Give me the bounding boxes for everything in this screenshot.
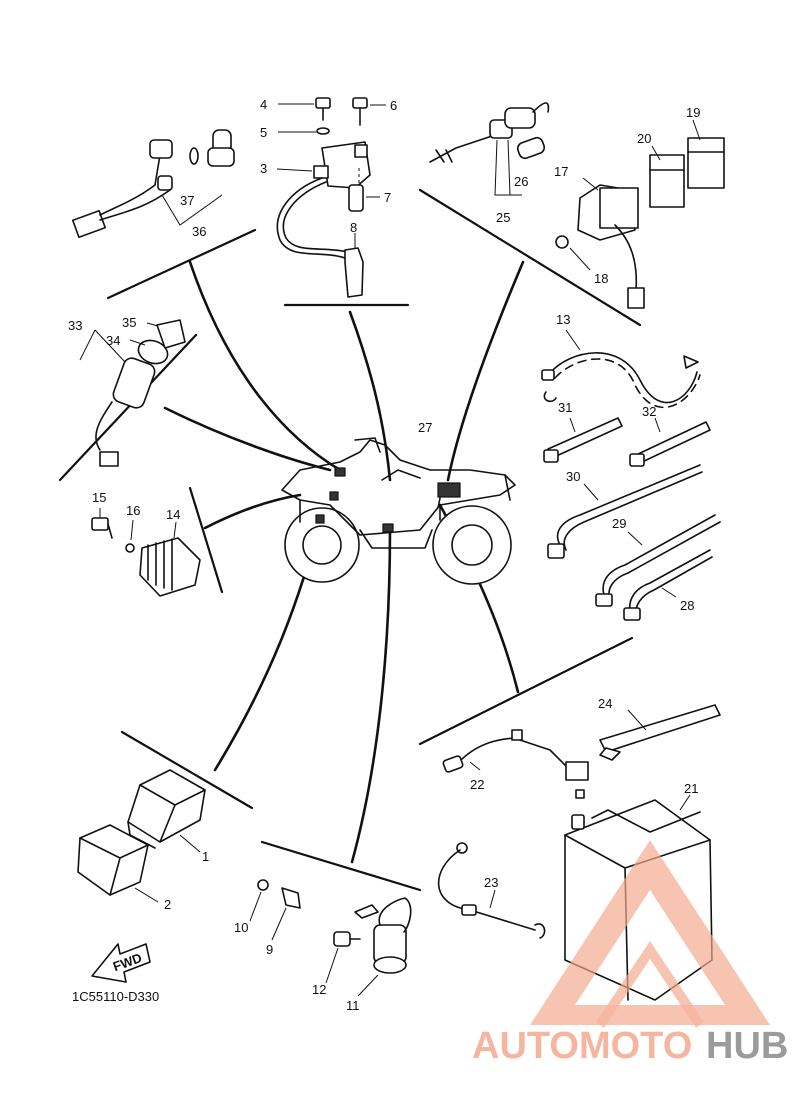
label-part-14: 14 — [166, 507, 180, 522]
label-part-31: 31 — [558, 400, 572, 415]
rectifier-regulator-assembly — [91, 508, 201, 597]
wire-harness-13 — [541, 329, 701, 409]
part-number-labels: 1 2 3 4 5 6 7 8 9 10 11 12 13 14 15 16 1… — [68, 97, 700, 1013]
label-part-11: 11 — [346, 998, 360, 1013]
watermark-text-primary: AUTOMOTO — [472, 1025, 692, 1067]
label-part-18: 18 — [594, 271, 608, 286]
label-part-8: 8 — [350, 220, 357, 235]
label-part-3: 3 — [260, 161, 267, 176]
label-part-16: 16 — [126, 503, 140, 518]
label-part-4: 4 — [260, 97, 267, 112]
label-part-17: 17 — [554, 164, 568, 179]
label-part-12: 12 — [312, 982, 326, 997]
label-part-20: 20 — [637, 131, 651, 146]
watermark-text-secondary: HUB — [706, 1025, 788, 1067]
label-part-34: 34 — [106, 333, 120, 348]
watermark-logo-icon — [530, 840, 770, 1025]
label-part-21: 21 — [684, 781, 698, 796]
label-part-26: 26 — [514, 174, 528, 189]
label-part-37: 37 — [180, 193, 194, 208]
switch-assembly — [429, 102, 550, 196]
label-part-2: 2 — [164, 897, 171, 912]
label-part-6: 6 — [390, 98, 397, 113]
label-part-24: 24 — [598, 696, 612, 711]
connector-lines — [163, 260, 525, 864]
label-part-10: 10 — [234, 920, 248, 935]
label-part-35: 35 — [122, 315, 136, 330]
label-part-1: 1 — [202, 849, 209, 864]
cable-ties — [543, 417, 721, 621]
label-part-23: 23 — [484, 875, 498, 890]
label-part-25: 25 — [496, 210, 510, 225]
label-part-33: 33 — [68, 318, 82, 333]
atv-vehicle-illustration — [281, 437, 516, 585]
cdi-unit-assembly — [77, 769, 206, 903]
label-part-9: 9 — [266, 942, 273, 957]
label-part-22: 22 — [470, 777, 484, 792]
sensor-assembly — [249, 879, 412, 997]
label-part-7: 7 — [384, 190, 391, 205]
label-part-32: 32 — [642, 404, 656, 419]
ignition-coil-assembly — [276, 97, 386, 298]
label-part-30: 30 — [566, 469, 580, 484]
label-part-5: 5 — [260, 125, 267, 140]
watermark: AUTOMOTO HUB — [472, 840, 788, 1067]
label-part-19: 19 — [686, 105, 700, 120]
relay-assembly — [555, 119, 725, 309]
label-part-27: 27 — [418, 420, 432, 435]
group-brackets — [58, 188, 642, 892]
label-part-36: 36 — [192, 224, 206, 239]
main-switch-assembly — [79, 319, 186, 467]
label-part-15: 15 — [92, 490, 106, 505]
lead-wire-assembly — [71, 129, 235, 239]
forward-direction-arrow: FWD — [91, 943, 151, 983]
diagram-code: 1C55110-D330 — [72, 989, 159, 1004]
label-part-29: 29 — [612, 516, 626, 531]
label-part-28: 28 — [680, 598, 694, 613]
label-part-13: 13 — [556, 312, 570, 327]
